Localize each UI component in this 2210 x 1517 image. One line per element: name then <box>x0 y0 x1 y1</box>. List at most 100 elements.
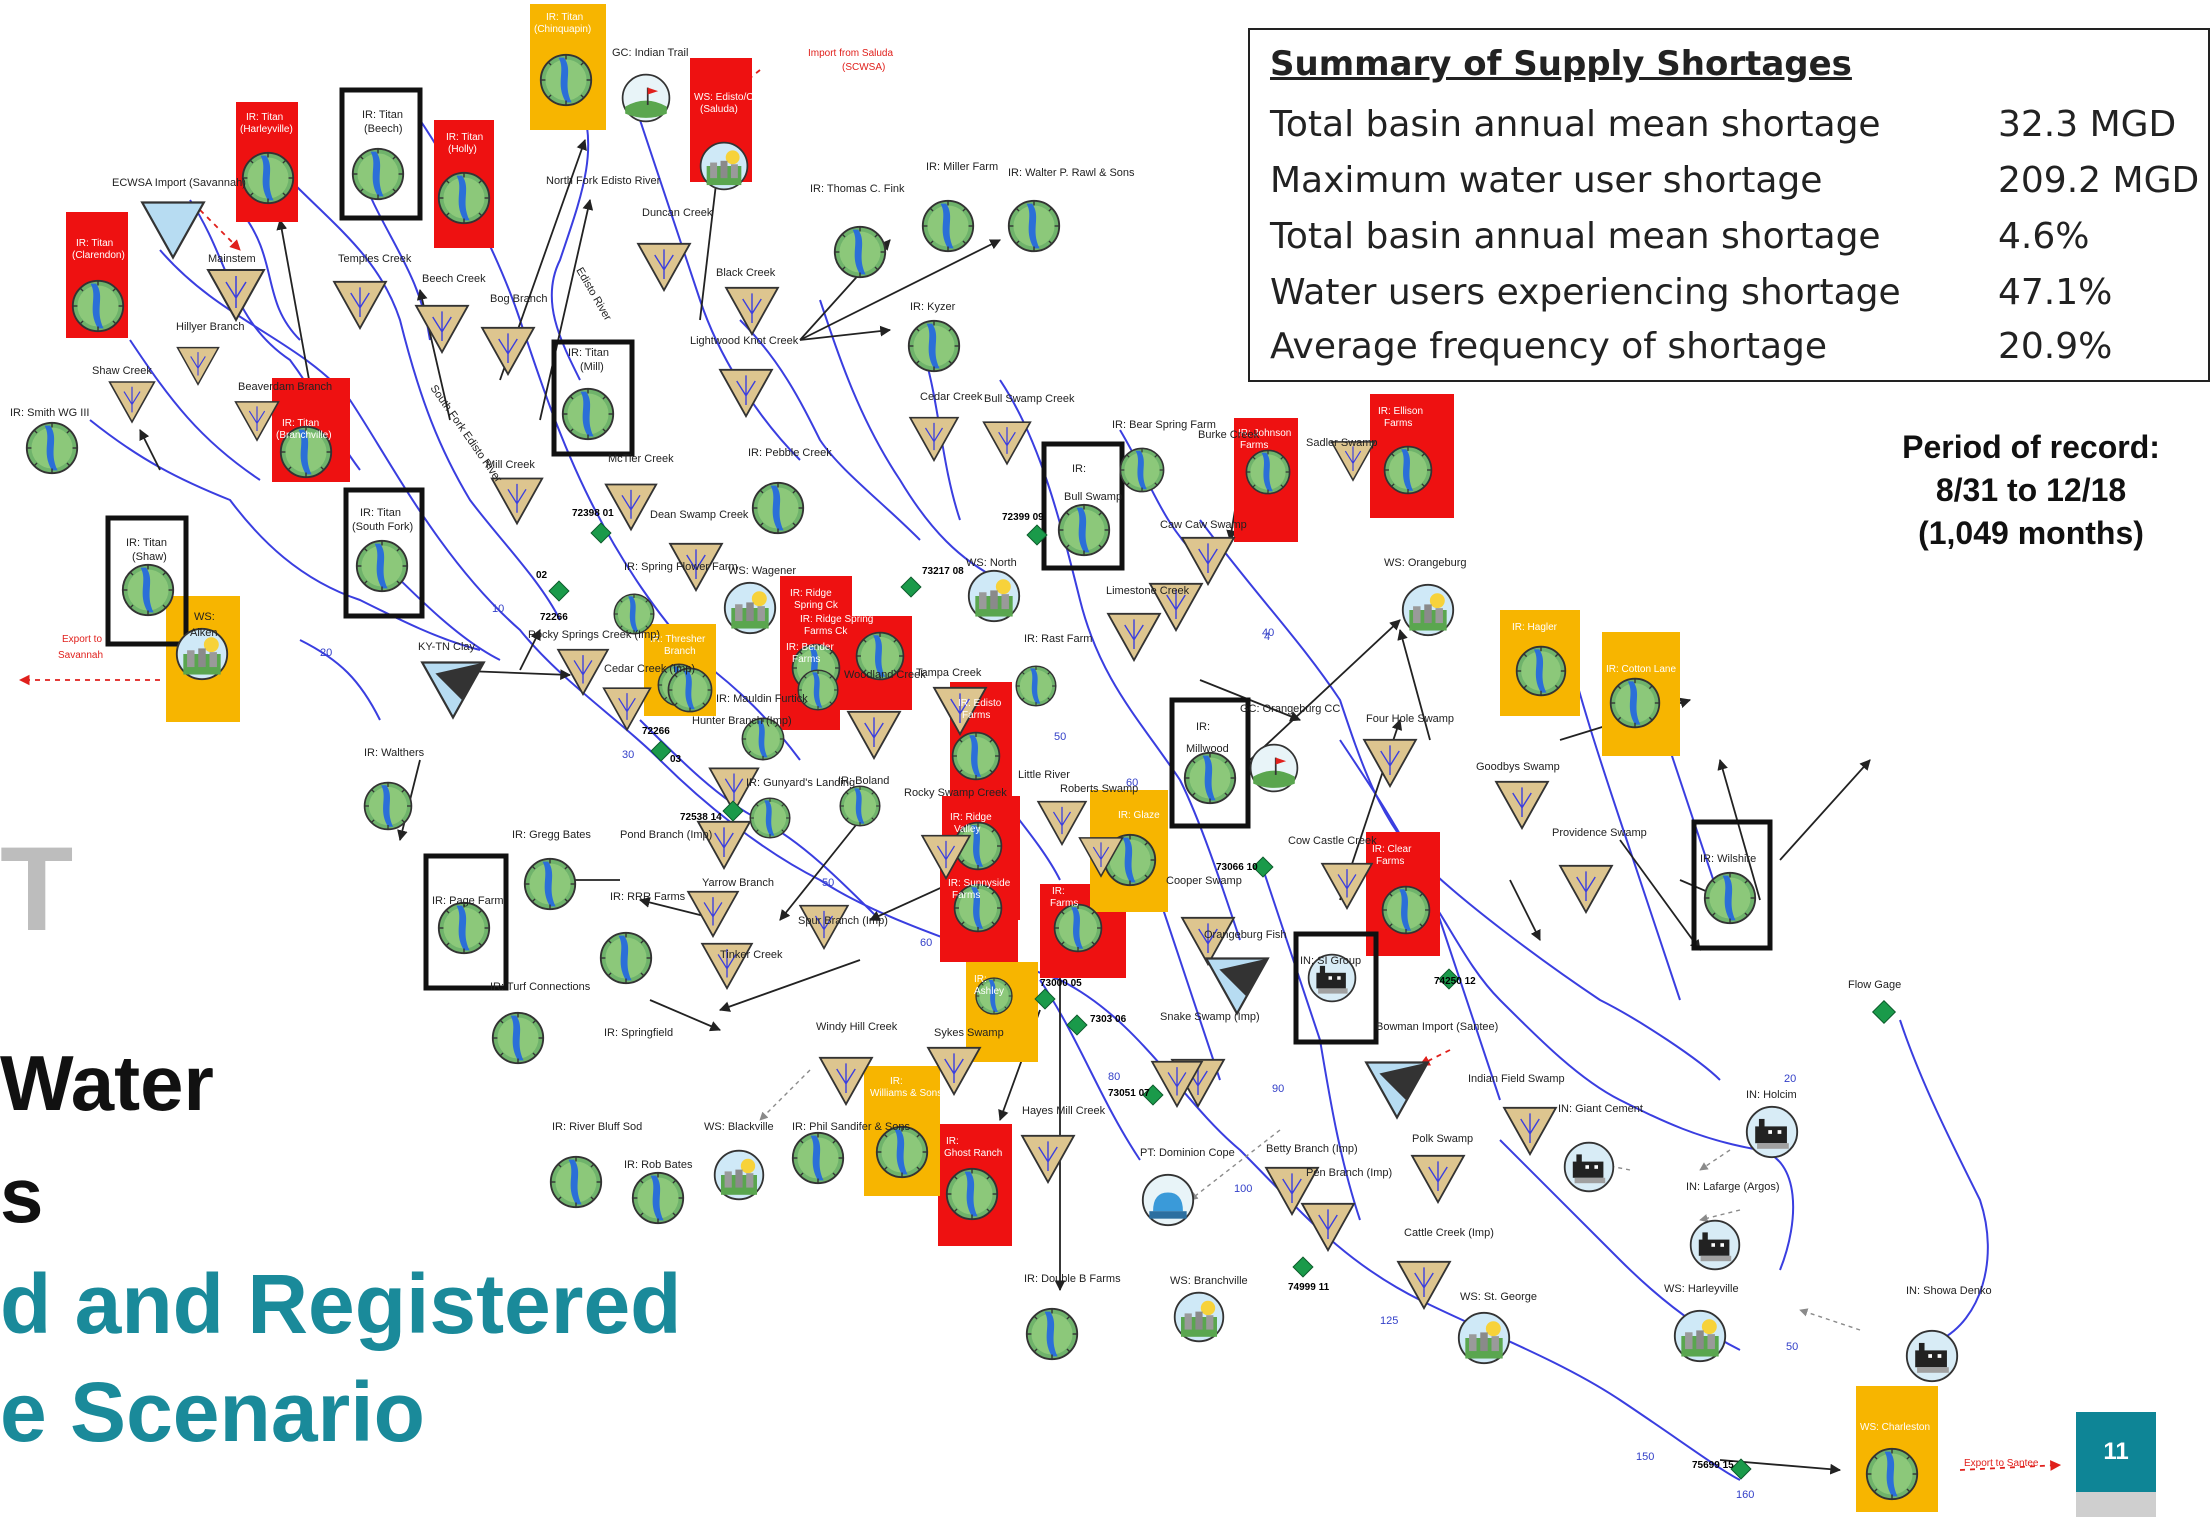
gage-label: 75699 15 <box>1692 1460 1734 1471</box>
irrigation-icon <box>1053 903 1103 953</box>
node-label: IR: Sunnyside <box>948 878 1011 889</box>
node-label: Duncan Creek <box>642 207 713 219</box>
river-label: Edisto River <box>573 266 613 324</box>
period-line: (1,049 months) <box>1918 515 2144 551</box>
import-icon <box>421 661 485 719</box>
tributary-icon <box>1301 1202 1355 1252</box>
node-label: Farms Ck <box>804 626 848 637</box>
node-label: IN: Lafarge (Argos) <box>1686 1181 1780 1193</box>
node-label: Spur Branch (Imp) <box>798 915 888 927</box>
node-label: Dean Swamp Creek <box>650 509 749 521</box>
node-label: Caw Caw Swamp <box>1160 519 1247 531</box>
node-label: Limestone Creek <box>1106 585 1190 597</box>
node-label: IR: Springfield <box>604 1027 673 1039</box>
node-label: Valley <box>954 824 981 835</box>
gage-label: 72538 14 <box>680 812 722 823</box>
tributary-icon <box>909 416 959 462</box>
node-label: Farms <box>952 890 980 901</box>
irrigation-icon <box>631 1171 685 1225</box>
tributary-icon <box>1397 1260 1451 1310</box>
gage-id-labels: 72398 01 02 72266 72266 03 72538 14 7239… <box>536 508 1734 1471</box>
node-label: Black Creek <box>716 267 776 279</box>
tributary-icon <box>1181 536 1235 586</box>
export-label: Savannah <box>58 650 103 661</box>
tributary-icon <box>1363 738 1417 788</box>
node-label: Snake Swamp (Imp) <box>1160 1011 1260 1023</box>
red-node-labels: IR: Titan(Clarendon) IR: Titan(Harleyvil… <box>72 92 1423 1159</box>
water-supply-icon <box>1673 1309 1727 1363</box>
irrigation-icon <box>549 1155 603 1209</box>
irrigation-icon <box>437 171 491 225</box>
node-label: IR: <box>946 1136 959 1147</box>
node-label: IR: River Bluff Sod <box>552 1121 642 1133</box>
gage-label: 7303 06 <box>1090 1014 1127 1025</box>
irrigation-icon <box>875 1125 929 1179</box>
node-label: Aiken <box>190 627 218 639</box>
node-label: Lightwood Knot Creek <box>690 335 799 347</box>
node-label: Sykes Swamp <box>934 1027 1004 1039</box>
summary-label: Maximum water user shortage <box>1270 160 1823 201</box>
node-label: IR: Ellison <box>1378 406 1423 417</box>
flow-value: 60 <box>920 937 932 949</box>
river-label: South Fork Edisto River <box>428 383 505 485</box>
node-label: IR: Wilshire <box>1700 853 1756 865</box>
node-label: Tampa Creek <box>916 667 982 679</box>
irrigation-icon <box>1383 445 1433 495</box>
summary-value: 32.3 MGD <box>1998 104 2177 145</box>
gage-label: 03 <box>670 754 682 765</box>
node-label: IR: Ridge <box>950 812 992 823</box>
node-label: Cattle Creek (Imp) <box>1404 1227 1494 1239</box>
node-label: Cooper Swamp <box>1166 875 1242 887</box>
node-label: IR: <box>974 974 987 985</box>
node-label: IR: Edisto <box>958 698 1002 709</box>
irrigation-icon <box>921 199 975 253</box>
flow-value: 90 <box>1272 1083 1284 1095</box>
water-supply-icon <box>1401 583 1455 637</box>
flow-value: 40 <box>1262 627 1274 639</box>
node-label: North Fork Edisto River <box>546 175 661 187</box>
node-label: IR: Titan <box>246 112 283 123</box>
node-label: GC: Indian Trail <box>612 47 688 59</box>
flow-gages <box>548 522 1897 1480</box>
irrigation-icon <box>1381 885 1431 935</box>
tributary-icon <box>557 648 609 696</box>
node-label: Bog Branch <box>490 293 547 305</box>
flow-value: 100 <box>1234 1183 1252 1195</box>
golf-course-icon <box>1249 743 1299 793</box>
node-label: Burke Creek <box>1198 429 1260 441</box>
gage-diamond <box>722 800 744 822</box>
water-supply-icon <box>723 581 777 635</box>
irrigation-icon <box>523 857 577 911</box>
flow-value: 125 <box>1380 1315 1398 1327</box>
gage-label: 74999 11 <box>1288 1282 1330 1293</box>
tributary-icon <box>799 904 849 950</box>
node-label: WS: Charleston <box>1860 1422 1930 1433</box>
node-label: IR: Titan <box>360 507 401 519</box>
irrigation-icon <box>363 781 413 831</box>
tributary-icon <box>333 280 387 330</box>
water-supply-icon <box>1173 1291 1225 1343</box>
node-label: IR: Titan <box>126 537 167 549</box>
irrigation-icon <box>1119 447 1165 493</box>
node-label: Hayes Mill Creek <box>1022 1105 1106 1117</box>
flow-value: 60 <box>1126 777 1138 789</box>
gage-diamond <box>1252 856 1274 878</box>
irrigation-icon <box>121 563 175 617</box>
node-label: IR: <box>1072 463 1086 475</box>
flow-value: 50 <box>1054 731 1066 743</box>
node-label: IR: Boland <box>838 775 889 787</box>
node-label: IR: Johnson <box>1238 428 1291 439</box>
power-plant-icon <box>1141 1173 1195 1227</box>
flow-value: 50 <box>1786 1341 1798 1353</box>
node-label: IR: Smith WG III <box>10 407 89 419</box>
summary-title: Summary of Supply Shortages <box>1270 44 1852 84</box>
node-label: IR: Walthers <box>364 747 425 759</box>
node-label: (Mill) <box>580 361 604 373</box>
node-label: (Chinquapin) <box>534 24 591 35</box>
node-label: Rocky Springs Creek (Imp) <box>528 629 660 641</box>
irrigation-icon <box>1703 871 1757 925</box>
gage-label: 72266 <box>540 612 568 623</box>
gage-label: 72266 <box>642 726 670 737</box>
node-label: IR: <box>1196 721 1210 733</box>
